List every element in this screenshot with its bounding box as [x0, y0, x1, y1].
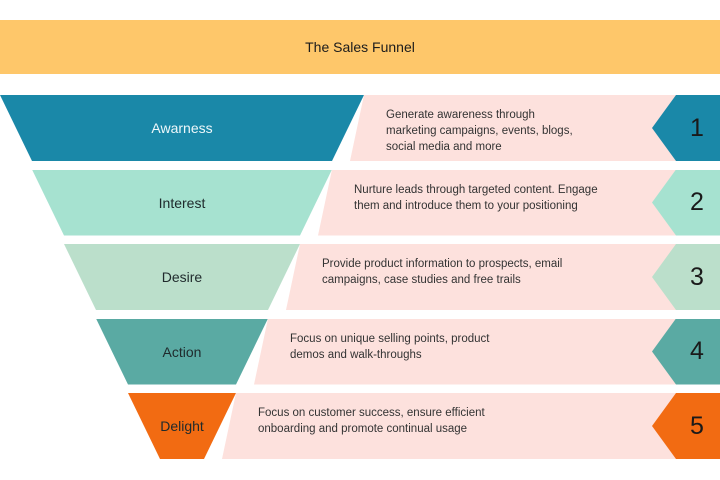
funnel-stage-interest: Interest	[32, 169, 332, 236]
stage-description-panel: Generate awareness through marketing cam…	[350, 95, 692, 161]
stage-description-panel: Focus on unique selling points, product …	[254, 318, 692, 385]
funnel-row-interest: Interest Nurture leads through targeted …	[0, 169, 720, 236]
stage-description: Generate awareness through marketing cam…	[386, 109, 573, 153]
stage-label: Interest	[158, 194, 206, 211]
stage-description: Provide product information to prospects…	[322, 258, 563, 286]
step-number: 5	[690, 411, 704, 440]
stage-description-panel: Provide product information to prospects…	[286, 244, 692, 310]
funnel-row-action: Action Focus on unique selling points, p…	[0, 318, 720, 385]
diagram-title: The Sales Funnel	[305, 39, 415, 55]
funnel-row-awareness: Awarness Generate awareness through mark…	[0, 95, 720, 161]
stage-label: Desire	[161, 269, 203, 285]
funnel-stage-action: Action	[96, 318, 268, 385]
step-number: 1	[690, 113, 704, 142]
funnel-stage-desire: Desire	[64, 244, 300, 310]
title-bar: The Sales Funnel	[0, 20, 720, 74]
stage-description: Focus on unique selling points, product …	[290, 332, 490, 361]
step-number: 4	[690, 337, 704, 365]
stage-label: Awarness	[151, 120, 213, 136]
stage-label: Action	[162, 343, 202, 360]
funnel-row-desire: Desire Provide product information to pr…	[0, 244, 720, 310]
funnel-stage-awareness: Awarness	[0, 95, 364, 161]
stage-description-panel: Focus on customer success, ensure effici…	[222, 393, 692, 459]
funnel-stage-delight: Delight	[128, 393, 236, 459]
stage-description-panel: Nurture leads through targeted content. …	[318, 169, 692, 236]
funnel-row-delight: Delight Focus on customer success, ensur…	[0, 393, 720, 459]
stage-label: Delight	[160, 418, 204, 434]
step-number: 2	[690, 188, 704, 216]
stage-description: Nurture leads through targeted content. …	[354, 183, 598, 212]
stage-description: Focus on customer success, ensure effici…	[258, 407, 485, 435]
step-number: 3	[690, 262, 704, 291]
